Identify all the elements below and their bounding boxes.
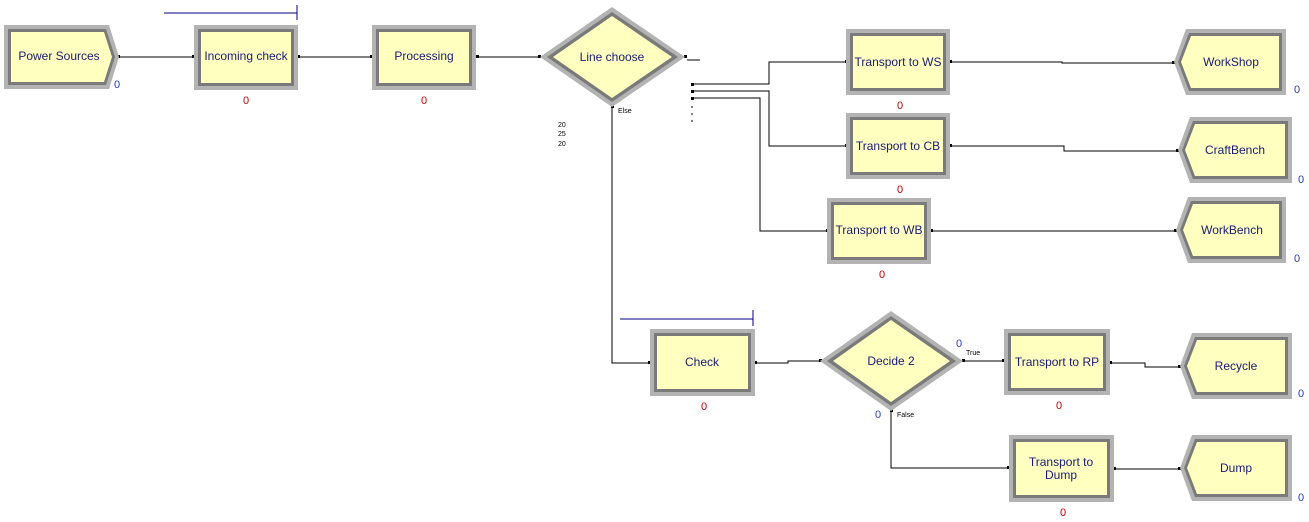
workbench-label: WorkBench (1201, 223, 1263, 237)
decide2-true-label: True (966, 350, 980, 357)
dump-count: 0 (1298, 492, 1304, 504)
create-power-sources[interactable]: Power Sources (4, 25, 119, 89)
workshop-label: WorkShop (1203, 55, 1259, 69)
dispose-recycle[interactable]: Recycle (1180, 333, 1292, 399)
dispose-workbench[interactable]: WorkBench (1176, 197, 1286, 263)
transport-ws-count: 0 (897, 100, 903, 112)
processing-label: Processing (394, 49, 453, 63)
check-label: Check (685, 355, 720, 369)
transport-wb-count: 0 (879, 269, 885, 281)
connector-check-to-decide2 (755, 360, 820, 364)
dispose-craftbench[interactable]: CraftBench (1178, 117, 1292, 183)
transport-dump-label-line1: Transport to (1029, 455, 1094, 469)
process-transport-to-ws[interactable]: Transport to WS (846, 29, 950, 95)
workshop-count: 0 (1294, 84, 1300, 96)
processing-count: 0 (421, 95, 427, 107)
dispose-workshop[interactable]: WorkShop (1174, 29, 1286, 95)
craftbench-count: 0 (1298, 174, 1304, 186)
transport-rp-label: Transport to RP (1015, 355, 1099, 369)
decide-decide-2[interactable]: Decide 2 (820, 311, 963, 411)
transport-dump-label-line2: Dump (1045, 468, 1077, 482)
transport-ws-label: Transport to WS (855, 55, 942, 69)
process-transport-to-cb[interactable]: Transport to CB (846, 113, 950, 179)
line-choose-percent-3: 20 (558, 141, 566, 148)
connector-ws-to-workshop (950, 61, 1174, 64)
connector-decide2-false-to-dump (890, 410, 1009, 469)
connector-linechoose-to-cb (692, 90, 846, 147)
incoming-check-label: Incoming check (204, 49, 288, 63)
transport-cb-count: 0 (897, 184, 903, 196)
process-incoming-check[interactable]: Incoming check (194, 25, 298, 90)
power-sources-label: Power Sources (18, 49, 99, 63)
decide2-false-label: False (897, 412, 914, 419)
line-choose-else-label: Else (618, 108, 632, 115)
connector-linechoose-to-wb (692, 97, 827, 232)
transport-rp-count: 0 (1056, 400, 1062, 412)
workbench-count: 0 (1294, 253, 1300, 265)
process-transport-to-wb[interactable]: Transport to WB (827, 198, 931, 264)
connector-cb-to-craftbench (950, 145, 1178, 152)
line-choose-percent-2: 25 (558, 131, 566, 138)
decide-line-choose[interactable]: Line choose (540, 7, 685, 107)
line-choose-percent-1: 20 (558, 122, 566, 129)
dump-label: Dump (1220, 461, 1252, 475)
recycle-count: 0 (1298, 388, 1304, 400)
craftbench-label: CraftBench (1205, 143, 1265, 157)
line-choose-exit-stubs (687, 59, 700, 122)
process-processing[interactable]: Processing (372, 25, 476, 90)
decide2-false-count: 0 (875, 409, 881, 421)
connection-points (117, 55, 1181, 470)
process-check[interactable]: Check (650, 329, 755, 396)
transport-dump-count: 0 (1060, 507, 1066, 519)
connectors (118, 56, 1180, 470)
transport-wb-label: Transport to WB (836, 223, 923, 237)
connector-linechoose-else-to-check (611, 106, 650, 364)
incoming-check-count: 0 (243, 95, 249, 107)
connector-rp-to-recycle (1110, 362, 1180, 368)
connector-linechoose-to-ws (692, 61, 846, 85)
line-choose-label: Line choose (580, 50, 645, 64)
check-count: 0 (701, 401, 707, 413)
process-transport-to-rp[interactable]: Transport to RP (1004, 329, 1110, 395)
recycle-label: Recycle (1215, 359, 1258, 373)
process-transport-to-dump[interactable]: Transport to Dump (1009, 435, 1114, 502)
dispose-dump[interactable]: Dump (1180, 435, 1292, 501)
power-sources-count: 0 (114, 79, 120, 91)
decide2-true-count: 0 (956, 338, 962, 350)
decide2-label: Decide 2 (867, 354, 915, 368)
transport-cb-label: Transport to CB (856, 139, 940, 153)
queue-lines (164, 5, 754, 326)
